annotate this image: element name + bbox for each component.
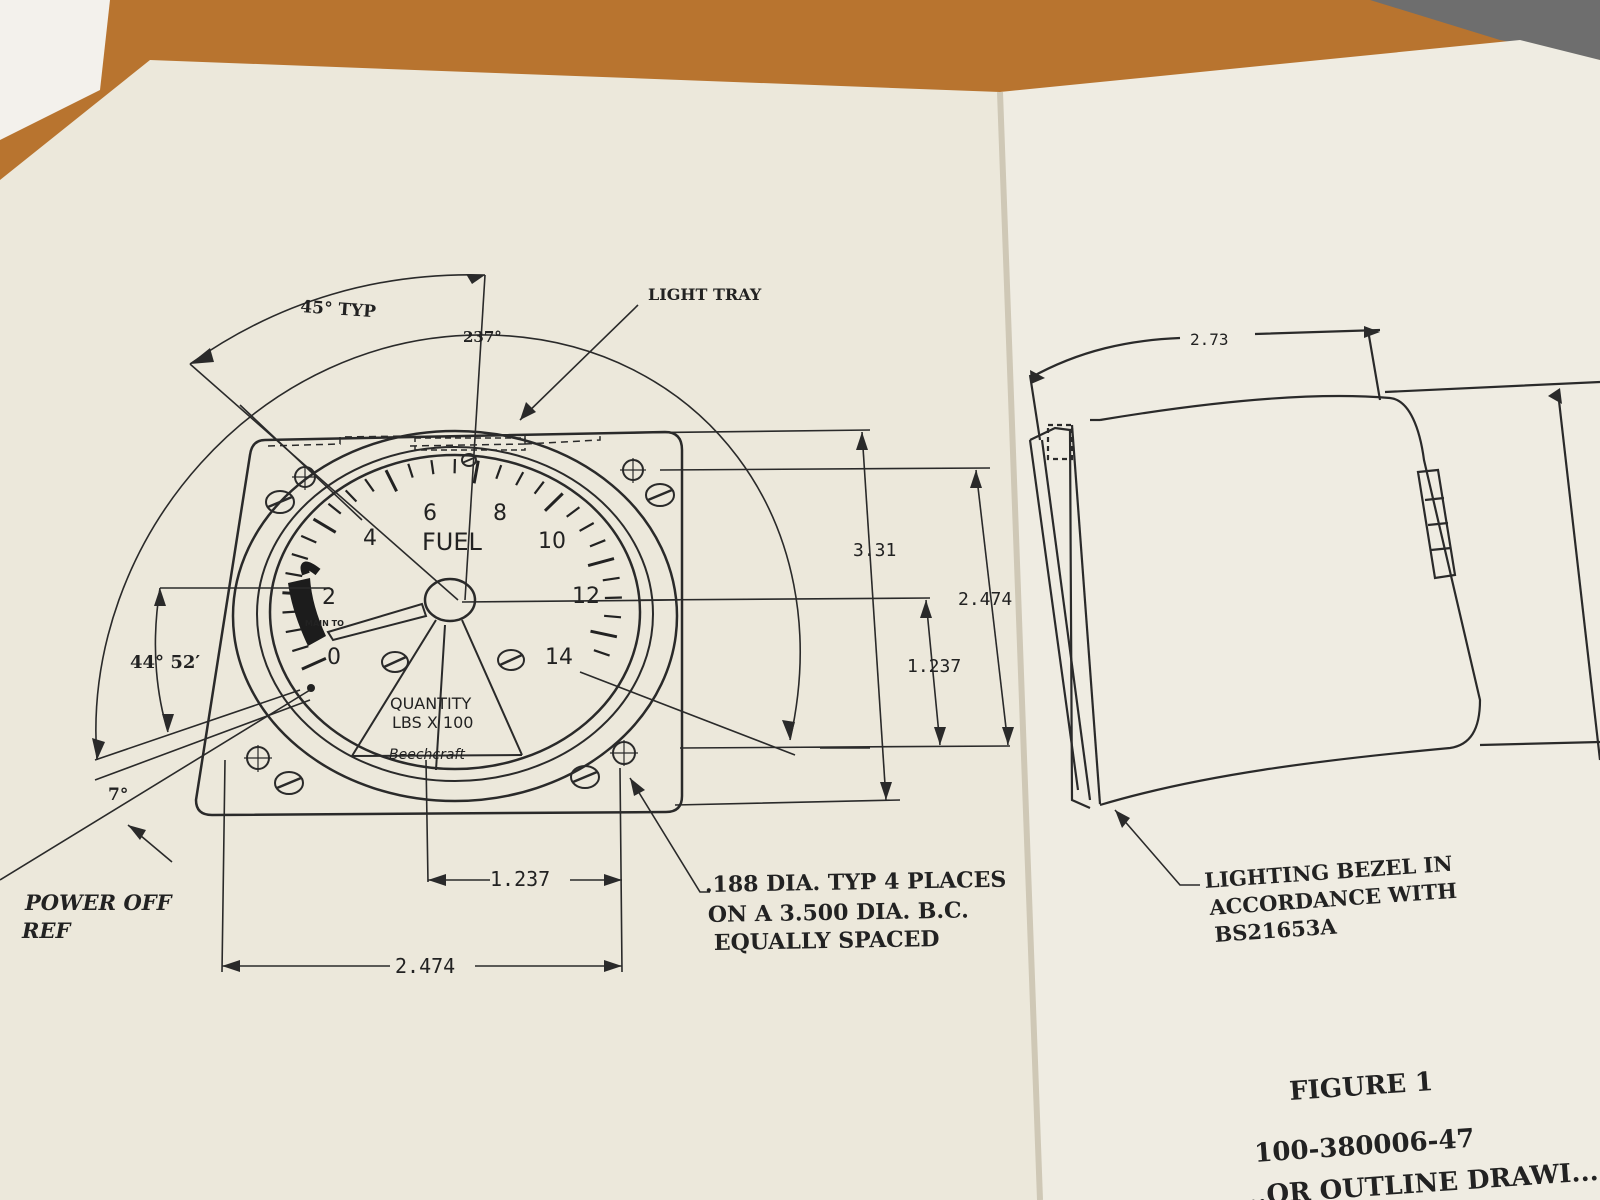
dial-tick [495,464,503,480]
tick-label-2: 2 [322,585,336,610]
tick-label-8: 8 [493,501,507,526]
dial-tick [543,492,564,512]
tank-label: MAIN TO [305,619,344,628]
tick-label-12: 12 [572,584,600,609]
dial-tick [344,489,358,503]
dial-tick [285,572,303,578]
dial-tick [472,460,480,484]
width-holes-label: 2.474 [395,954,455,978]
gauge-case [194,430,684,817]
holes-note-1: .188 DIA. TYP 4 PLACES [705,867,1007,898]
dial-tick [602,576,620,582]
dial-tick [384,469,398,492]
dial-tick [589,539,606,548]
dial-tick [291,553,309,560]
cable-shadow [1370,0,1600,60]
side-depth-label: 2.73 [1190,330,1229,349]
power-off-label-2: REF [21,918,72,943]
height-holes-label: 2.474 [958,589,1012,610]
right-page [1000,40,1600,1200]
tick-label-4: 4 [363,526,377,551]
dial-tick [593,649,610,657]
page-gutter [997,91,1043,1200]
dial-tick [364,478,375,493]
dial-tick [590,629,618,639]
dial-tick [312,517,337,534]
dial-tick [533,481,545,495]
pointer-needle [326,602,428,642]
tick-label-6: 6 [423,501,437,526]
dial-tick [291,645,309,653]
dial-tick [604,614,622,619]
offset-angle-label: 7° [108,785,128,805]
height-outer-label: 3.31 [853,540,896,561]
dial-tick [285,628,303,634]
gauge-front-view: 0 2 4 6 8 10 12 14 FUEL QUANTITY LBS X 1… [194,429,684,817]
sweep-angle-label: 237° [463,328,502,346]
dial-tick [587,557,615,568]
dial-tick [301,657,327,671]
light-tray-slot [414,437,526,451]
pointer-hub [423,577,477,623]
dial-base-line [351,754,523,757]
half-height-label: 1.237 [907,656,961,677]
left-page [0,60,1040,1200]
dial-tick [579,522,595,532]
quantity-label: QUANTITY [390,694,471,713]
holes-note-3: EQUALLY SPACED [714,926,940,956]
low-fuel-arc [288,578,326,646]
white-sheet [0,0,110,140]
zero-angle-label: 44° 52′ [130,652,200,673]
dimension-arrows [92,274,1562,972]
bezel-outer [231,429,679,803]
dial-tick [300,534,317,544]
light-tray-label: LIGHT TRAY [648,285,762,304]
tick-label-14: 14 [545,645,573,670]
brand-label: Beechcraft [389,747,465,763]
bezel-inner [256,446,654,782]
tick-label-0: 0 [327,645,341,670]
dial-face [268,453,642,771]
dial-tick [407,463,414,478]
dial-tick [566,506,581,518]
holes-note-2: ON A 3.500 DIA. B.C. [708,897,969,928]
dial-tick [515,471,525,486]
dial-wedge [351,619,523,771]
dial-tick [604,596,622,600]
half-width-label: 1.237 [490,867,550,891]
dimension-lines [0,273,1200,973]
tick-label-10: 10 [538,529,566,554]
dial-tick [430,459,435,475]
gauge-side-view [1028,328,1600,810]
power-off-label-1: POWER OFF [24,890,174,915]
units-label: LBS X 100 [392,713,473,732]
fuel-label: FUEL [422,528,483,556]
dial-tick [327,502,342,515]
